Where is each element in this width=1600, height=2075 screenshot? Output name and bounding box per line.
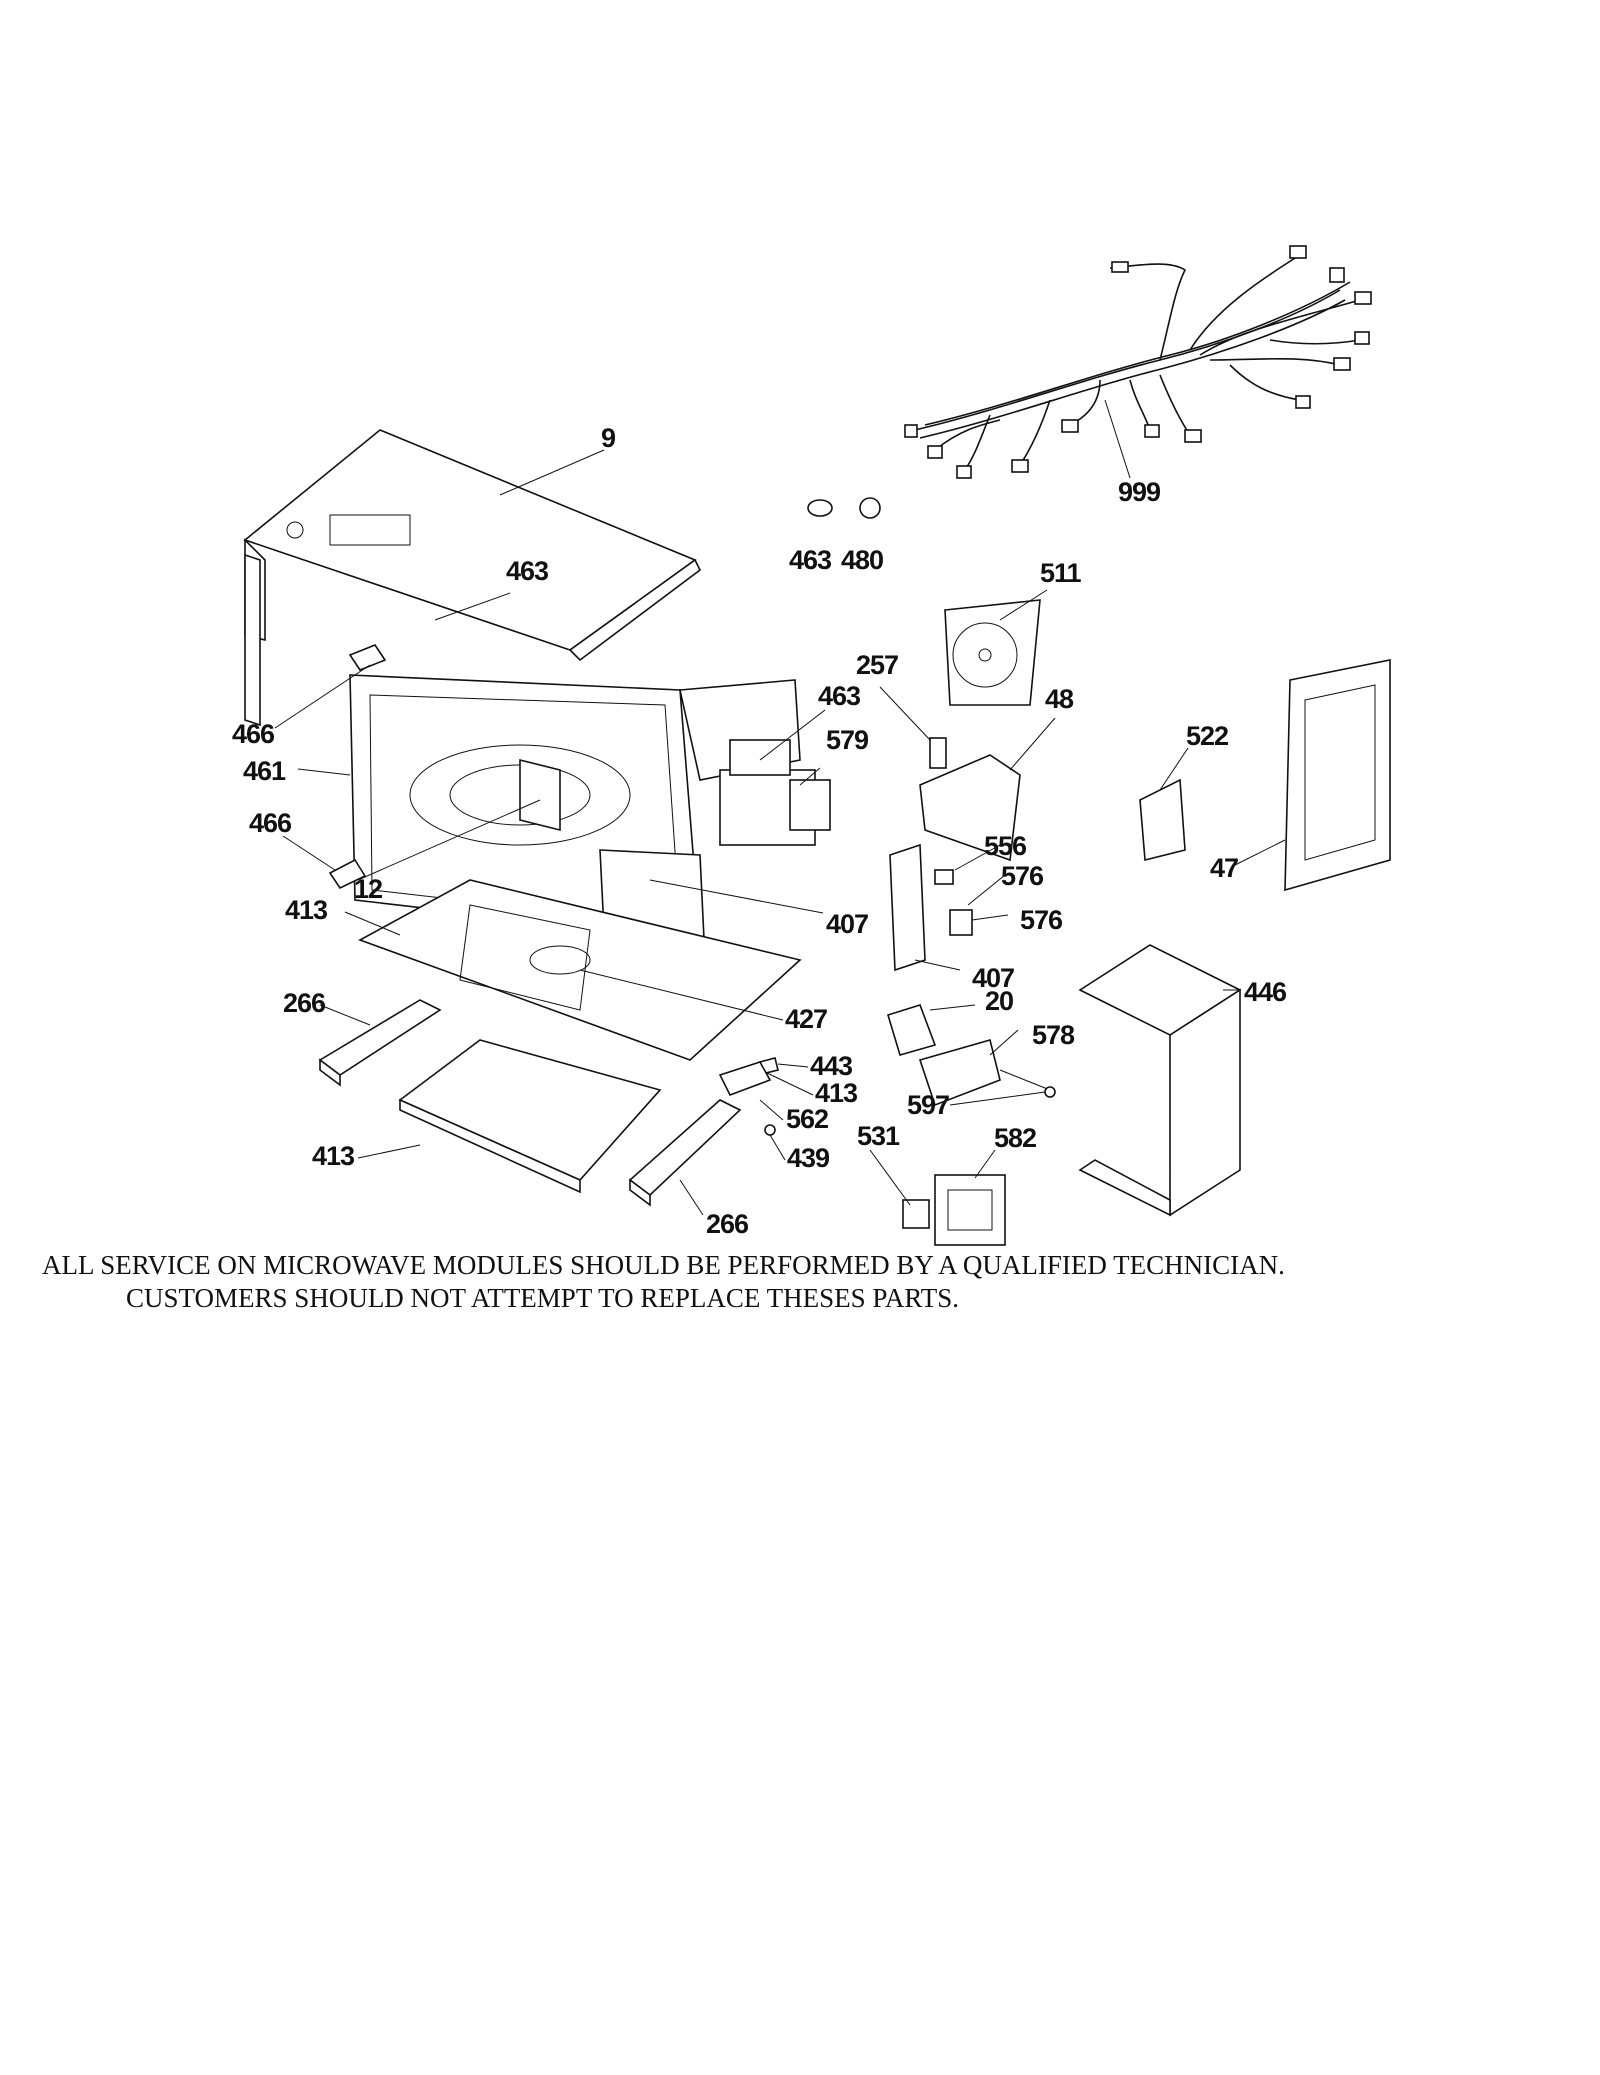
capacitor xyxy=(918,1039,1056,1107)
oven-cavity xyxy=(349,674,801,961)
part-label-266: 266 xyxy=(283,988,326,1018)
mounting-rail-left xyxy=(318,999,442,1087)
part-label-407: 407 xyxy=(826,909,868,939)
part-label-556: 556 xyxy=(984,831,1027,861)
transformer xyxy=(934,1174,1006,1246)
filter-plate xyxy=(1139,778,1186,862)
service-notice-line-1: ALL SERVICE ON MICROWAVE MODULES SHOULD … xyxy=(42,1250,1285,1280)
part-label-999: 999 xyxy=(1118,477,1161,507)
part-label-511: 511 xyxy=(1040,558,1082,588)
service-notice-line-2: CUSTOMERS SHOULD NOT ATTEMPT TO REPLACE … xyxy=(126,1283,960,1313)
part-label-48: 48 xyxy=(1045,684,1074,714)
bottom-tray xyxy=(398,1039,662,1194)
hinge-upper xyxy=(348,644,387,671)
part-label-480: 480 xyxy=(841,545,883,575)
part-label-427: 427 xyxy=(785,1004,827,1034)
part-label-413: 413 xyxy=(312,1141,355,1171)
part-label-439: 439 xyxy=(787,1143,830,1173)
part-label-531: 531 xyxy=(857,1121,900,1151)
outer-cover xyxy=(243,429,702,727)
part-label-576: 576 xyxy=(1001,861,1044,891)
wire-harness xyxy=(904,245,1372,479)
part-label-576: 576 xyxy=(1020,905,1063,935)
part-label-9: 9 xyxy=(601,423,616,453)
part-label-579: 579 xyxy=(826,725,869,755)
bracket xyxy=(887,1004,937,1056)
part-label-466: 466 xyxy=(249,808,292,838)
hinge-lower xyxy=(328,858,367,890)
part-label-413: 413 xyxy=(815,1078,858,1108)
air-duct xyxy=(919,754,1021,862)
part-label-47: 47 xyxy=(1210,853,1238,883)
small-fasteners xyxy=(718,1057,779,1136)
part-label-12: 12 xyxy=(354,874,382,904)
part-label-562: 562 xyxy=(786,1104,828,1134)
part-label-257: 257 xyxy=(856,650,898,680)
latch-board xyxy=(889,843,973,972)
part-label-597: 597 xyxy=(907,1090,949,1120)
thermostat xyxy=(929,737,947,769)
leader-lines xyxy=(274,399,1286,1216)
part-labels: 9 999 463 480 463 511 257 463 48 579 466… xyxy=(232,423,1288,1239)
magnetron xyxy=(719,739,831,846)
part-label-522: 522 xyxy=(1186,721,1228,751)
part-label-463: 463 xyxy=(789,545,832,575)
enclosure-box xyxy=(1078,944,1242,1217)
part-label-443: 443 xyxy=(810,1051,853,1081)
fan-assembly xyxy=(944,599,1041,706)
part-label-461: 461 xyxy=(243,756,286,786)
clip-parts xyxy=(807,497,881,519)
part-label-578: 578 xyxy=(1032,1020,1075,1050)
part-label-266: 266 xyxy=(706,1209,749,1239)
part-label-463: 463 xyxy=(506,556,549,586)
mounting-rail-right xyxy=(628,1099,742,1207)
fuse-block xyxy=(902,1199,930,1229)
part-label-446: 446 xyxy=(1244,977,1287,1007)
part-label-466: 466 xyxy=(232,719,275,749)
part-label-463: 463 xyxy=(818,681,861,711)
exploded-parts-diagram: 9 999 463 480 463 511 257 463 48 579 466… xyxy=(232,245,1391,1246)
part-label-582: 582 xyxy=(994,1123,1036,1153)
part-label-20: 20 xyxy=(985,986,1013,1016)
side-panel xyxy=(1284,659,1391,892)
part-label-413: 413 xyxy=(285,895,328,925)
part-label-407: 407 xyxy=(972,963,1014,993)
